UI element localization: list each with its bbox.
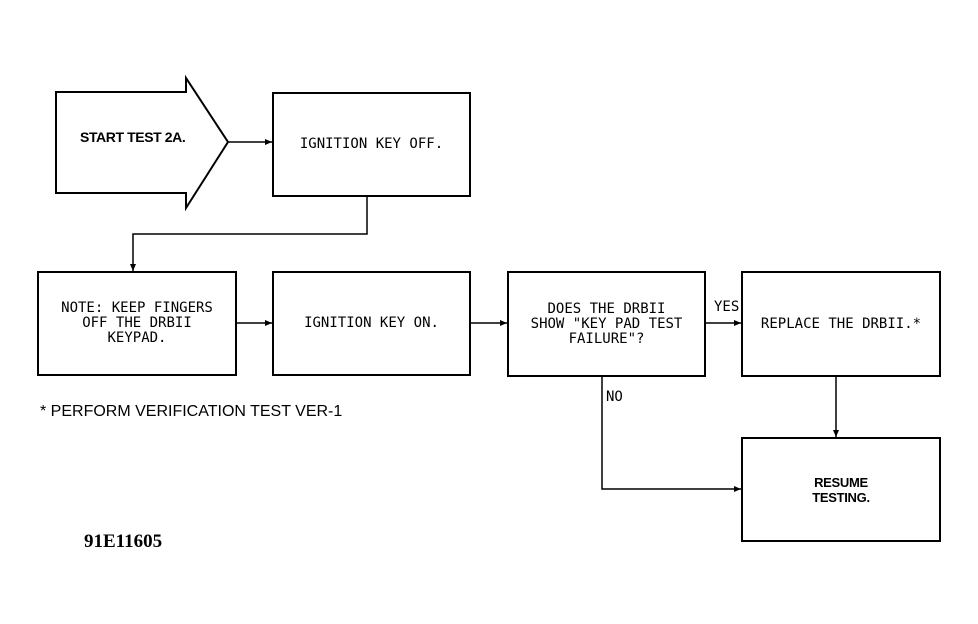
- start-label: START TEST 2A.: [80, 129, 186, 145]
- footnote: * PERFORM VERIFICATION TEST VER-1: [40, 403, 343, 420]
- step-replace-drbii: REPLACE THE DRBII.*: [741, 271, 941, 377]
- decision-key-pad-test-failure: DOES THE DRBII SHOW "KEY PAD TEST FAILUR…: [507, 271, 706, 377]
- connector-ignition-off-to-note: [130, 196, 368, 271]
- branch-label-yes: YES: [714, 299, 740, 315]
- start-arrow-shape: [55, 74, 230, 212]
- branch-label-no: NO: [606, 389, 623, 405]
- figure-id: 91E11605: [84, 531, 163, 552]
- step-ignition-key-on: IGNITION KEY ON.: [272, 271, 471, 376]
- step-ignition-key-off: IGNITION KEY OFF.: [272, 92, 471, 197]
- connector-question-to-resume: [601, 377, 741, 492]
- step-resume-testing: RESUME TESTING.: [741, 437, 941, 542]
- step-note-keep-fingers-off: NOTE: KEEP FINGERS OFF THE DRBII KEYPAD.: [37, 271, 237, 376]
